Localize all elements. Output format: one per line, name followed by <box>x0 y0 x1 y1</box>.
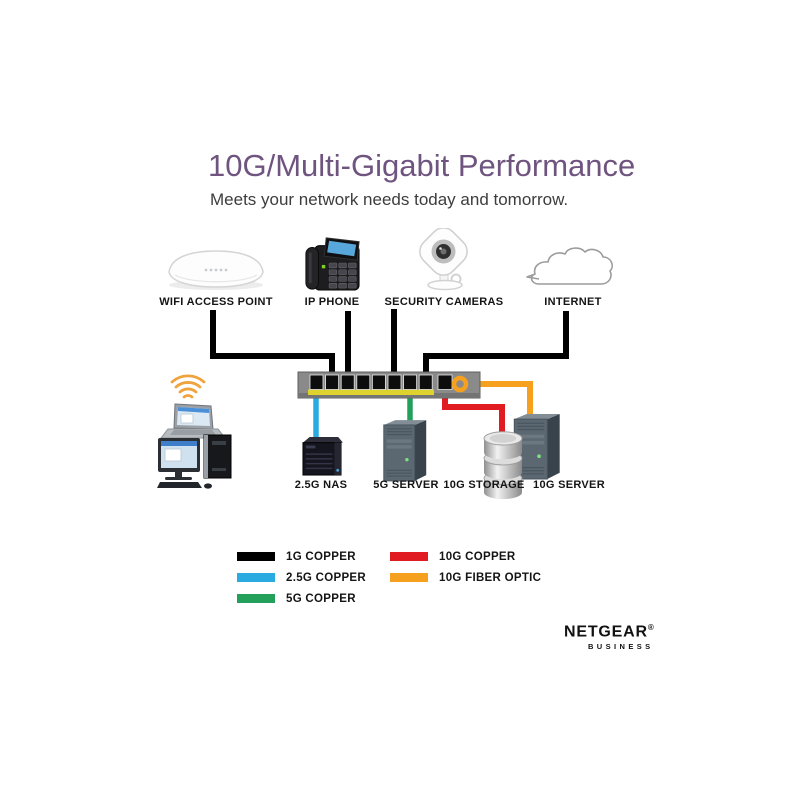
wifi-access-point-icon <box>168 250 264 290</box>
device-label: IP PHONE <box>304 296 360 308</box>
legend-swatch-1g-copper <box>237 552 275 561</box>
brand-subtitle: BUSINESS <box>587 642 654 652</box>
device-label: INTERNET <box>544 296 602 308</box>
internet-cloud-icon <box>526 247 613 285</box>
switch-10g-copper-port <box>437 374 453 390</box>
device-internet: INTERNET <box>518 226 628 308</box>
switch-rj45-ports <box>309 374 433 390</box>
wifi-waves-icon <box>170 374 206 399</box>
page-subtitle: Meets your network needs today and tomor… <box>210 190 569 209</box>
device-label: WIFI ACCESS POINT <box>159 296 273 308</box>
page-title: 10G/Multi-Gigabit Performance <box>208 148 636 183</box>
legend-swatch-2-5g-copper <box>237 573 275 582</box>
cable-internet-1g <box>423 311 569 378</box>
device-wifi-access-point: WIFI ACCESS POINT <box>146 226 286 308</box>
legend-label: 10G COPPER <box>439 550 516 563</box>
device-label: SECURITY CAMERAS <box>384 296 504 308</box>
cable-wifi-ap-1g <box>210 310 335 378</box>
laptop-icon <box>159 403 227 439</box>
legend-swatch-10g-fiber <box>390 573 428 582</box>
security-camera-icon <box>419 228 468 291</box>
legend-item: 10G COPPER <box>390 550 541 563</box>
device-label-nas: 2.5G NAS <box>294 479 348 491</box>
legend-swatch-10g-copper <box>390 552 428 561</box>
legend-item: 2.5G COPPER <box>237 571 366 584</box>
legend-label: 2.5G COPPER <box>286 571 366 584</box>
legend-label: 1G COPPER <box>286 550 356 563</box>
legend-swatch-5g-copper <box>237 594 275 603</box>
server-5g-icon <box>383 420 427 482</box>
brand-wordmark: NETGEAR <box>564 623 648 641</box>
switch-sfp-fiber-port <box>451 375 469 393</box>
switch-poe-strip <box>308 389 434 395</box>
legend-column-left: 1G COPPER 2.5G COPPER 5G COPPER <box>237 550 366 605</box>
brand-name: NETGEAR® <box>564 623 655 641</box>
switch-body-shade <box>298 393 480 398</box>
cable-server-10g-fiber <box>458 381 533 424</box>
legend-item: 10G FIBER OPTIC <box>390 571 542 584</box>
legend-column-right: 10G COPPER 10G FIBER OPTIC <box>390 550 542 584</box>
device-label-server-5g: 5G SERVER <box>373 479 439 491</box>
device-label-storage-10g: 10G STORAGE <box>443 479 525 491</box>
storage-10g-icon <box>483 431 523 500</box>
desktop-computer-icon <box>157 434 232 489</box>
legend-item: 1G COPPER <box>237 550 366 563</box>
netgear-logo: NETGEAR® BUSINESS <box>564 623 655 651</box>
network-switch <box>297 371 481 399</box>
device-ip-phone: IP PHONE <box>287 226 377 308</box>
legend-label: 10G FIBER OPTIC <box>439 571 542 584</box>
device-label-server-10g: 10G SERVER <box>533 479 605 491</box>
ip-phone-icon <box>305 237 360 291</box>
cable-lines-layer <box>210 309 569 442</box>
nas-2-5g-icon <box>302 436 343 476</box>
wireless-clients-icon <box>157 374 232 489</box>
legend-item: 5G COPPER <box>237 592 366 605</box>
device-security-cameras: SECURITY CAMERAS <box>379 224 509 308</box>
legend-label: 5G COPPER <box>286 592 356 605</box>
registered-trademark-symbol: ® <box>647 623 655 632</box>
